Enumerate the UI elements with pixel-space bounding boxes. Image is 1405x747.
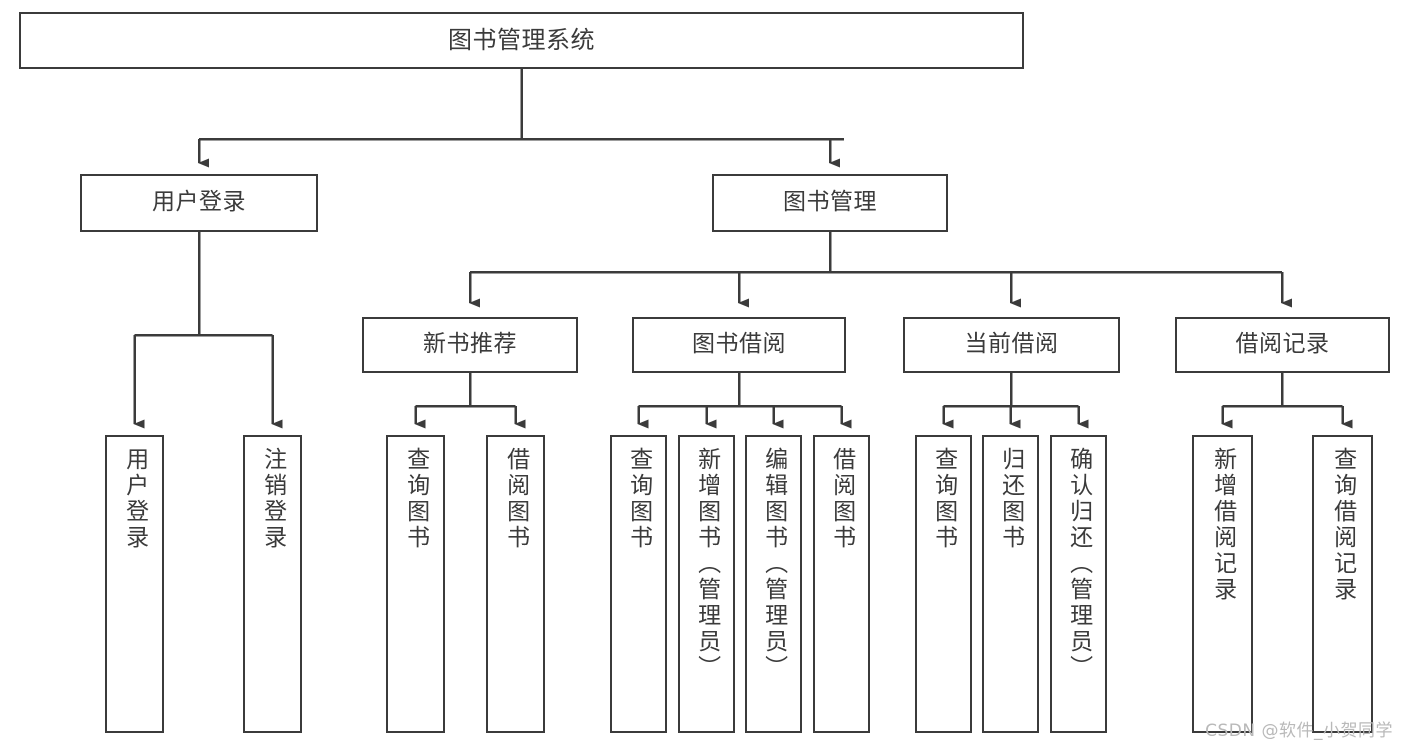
leaf-record-query-label: 查询借阅记录 — [1329, 447, 1356, 603]
leaf-user-login[interactable]: 用户登录 — [105, 435, 164, 733]
leaf-user-logout[interactable]: 注销登录 — [243, 435, 302, 733]
leaf-user-logout-label: 注销登录 — [259, 447, 286, 551]
leaf-borrow-add-book[interactable]: 新增图书（管理员） — [678, 435, 735, 733]
leaf-recommend-query-book[interactable]: 查询图书 — [386, 435, 445, 733]
leaf-recommend-query-book-label: 查询图书 — [402, 447, 429, 551]
node-book-borrowing[interactable]: 图书借阅 — [632, 317, 846, 373]
leaf-current-return-book-label: 归还图书 — [997, 447, 1024, 551]
leaf-current-query-book-label: 查询图书 — [930, 447, 957, 551]
node-book-management[interactable]: 图书管理 — [712, 174, 948, 232]
node-borrowing-record-label: 借阅记录 — [1235, 331, 1330, 358]
leaf-recommend-borrow-book[interactable]: 借阅图书 — [486, 435, 545, 733]
leaf-borrow-edit-book[interactable]: 编辑图书（管理员） — [745, 435, 802, 733]
leaf-record-query[interactable]: 查询借阅记录 — [1312, 435, 1373, 733]
node-root-label: 图书管理系统 — [448, 26, 595, 55]
leaf-borrow-edit-book-label: 编辑图书（管理员） — [760, 447, 787, 681]
node-user-login-label: 用户登录 — [152, 189, 246, 216]
leaf-current-return-book[interactable]: 归还图书 — [982, 435, 1039, 733]
node-new-book-recommendation-label: 新书推荐 — [423, 331, 517, 358]
node-new-book-recommendation[interactable]: 新书推荐 — [362, 317, 578, 373]
leaf-borrow-borrow-book-label: 借阅图书 — [828, 447, 855, 551]
leaf-current-confirm-return[interactable]: 确认归还（管理员） — [1050, 435, 1107, 733]
node-borrowing-record[interactable]: 借阅记录 — [1175, 317, 1390, 373]
node-current-borrowing-label: 当前借阅 — [964, 331, 1059, 358]
leaf-borrow-query-book[interactable]: 查询图书 — [610, 435, 667, 733]
leaf-record-add[interactable]: 新增借阅记录 — [1192, 435, 1253, 733]
leaf-current-confirm-return-label: 确认归还（管理员） — [1065, 447, 1092, 681]
node-root[interactable]: 图书管理系统 — [19, 12, 1024, 69]
leaf-recommend-borrow-book-label: 借阅图书 — [502, 447, 529, 551]
node-current-borrowing[interactable]: 当前借阅 — [903, 317, 1120, 373]
leaf-current-query-book[interactable]: 查询图书 — [915, 435, 972, 733]
node-book-borrowing-label: 图书借阅 — [692, 331, 786, 358]
node-book-management-label: 图书管理 — [783, 189, 877, 216]
leaf-borrow-borrow-book[interactable]: 借阅图书 — [813, 435, 870, 733]
leaf-record-add-label: 新增借阅记录 — [1209, 447, 1236, 603]
leaf-borrow-add-book-label: 新增图书（管理员） — [693, 447, 720, 681]
node-user-login[interactable]: 用户登录 — [80, 174, 318, 232]
leaf-user-login-label: 用户登录 — [121, 447, 148, 551]
leaf-borrow-query-book-label: 查询图书 — [625, 447, 652, 551]
watermark: CSDN @软件_小贺同学 — [1205, 721, 1393, 741]
